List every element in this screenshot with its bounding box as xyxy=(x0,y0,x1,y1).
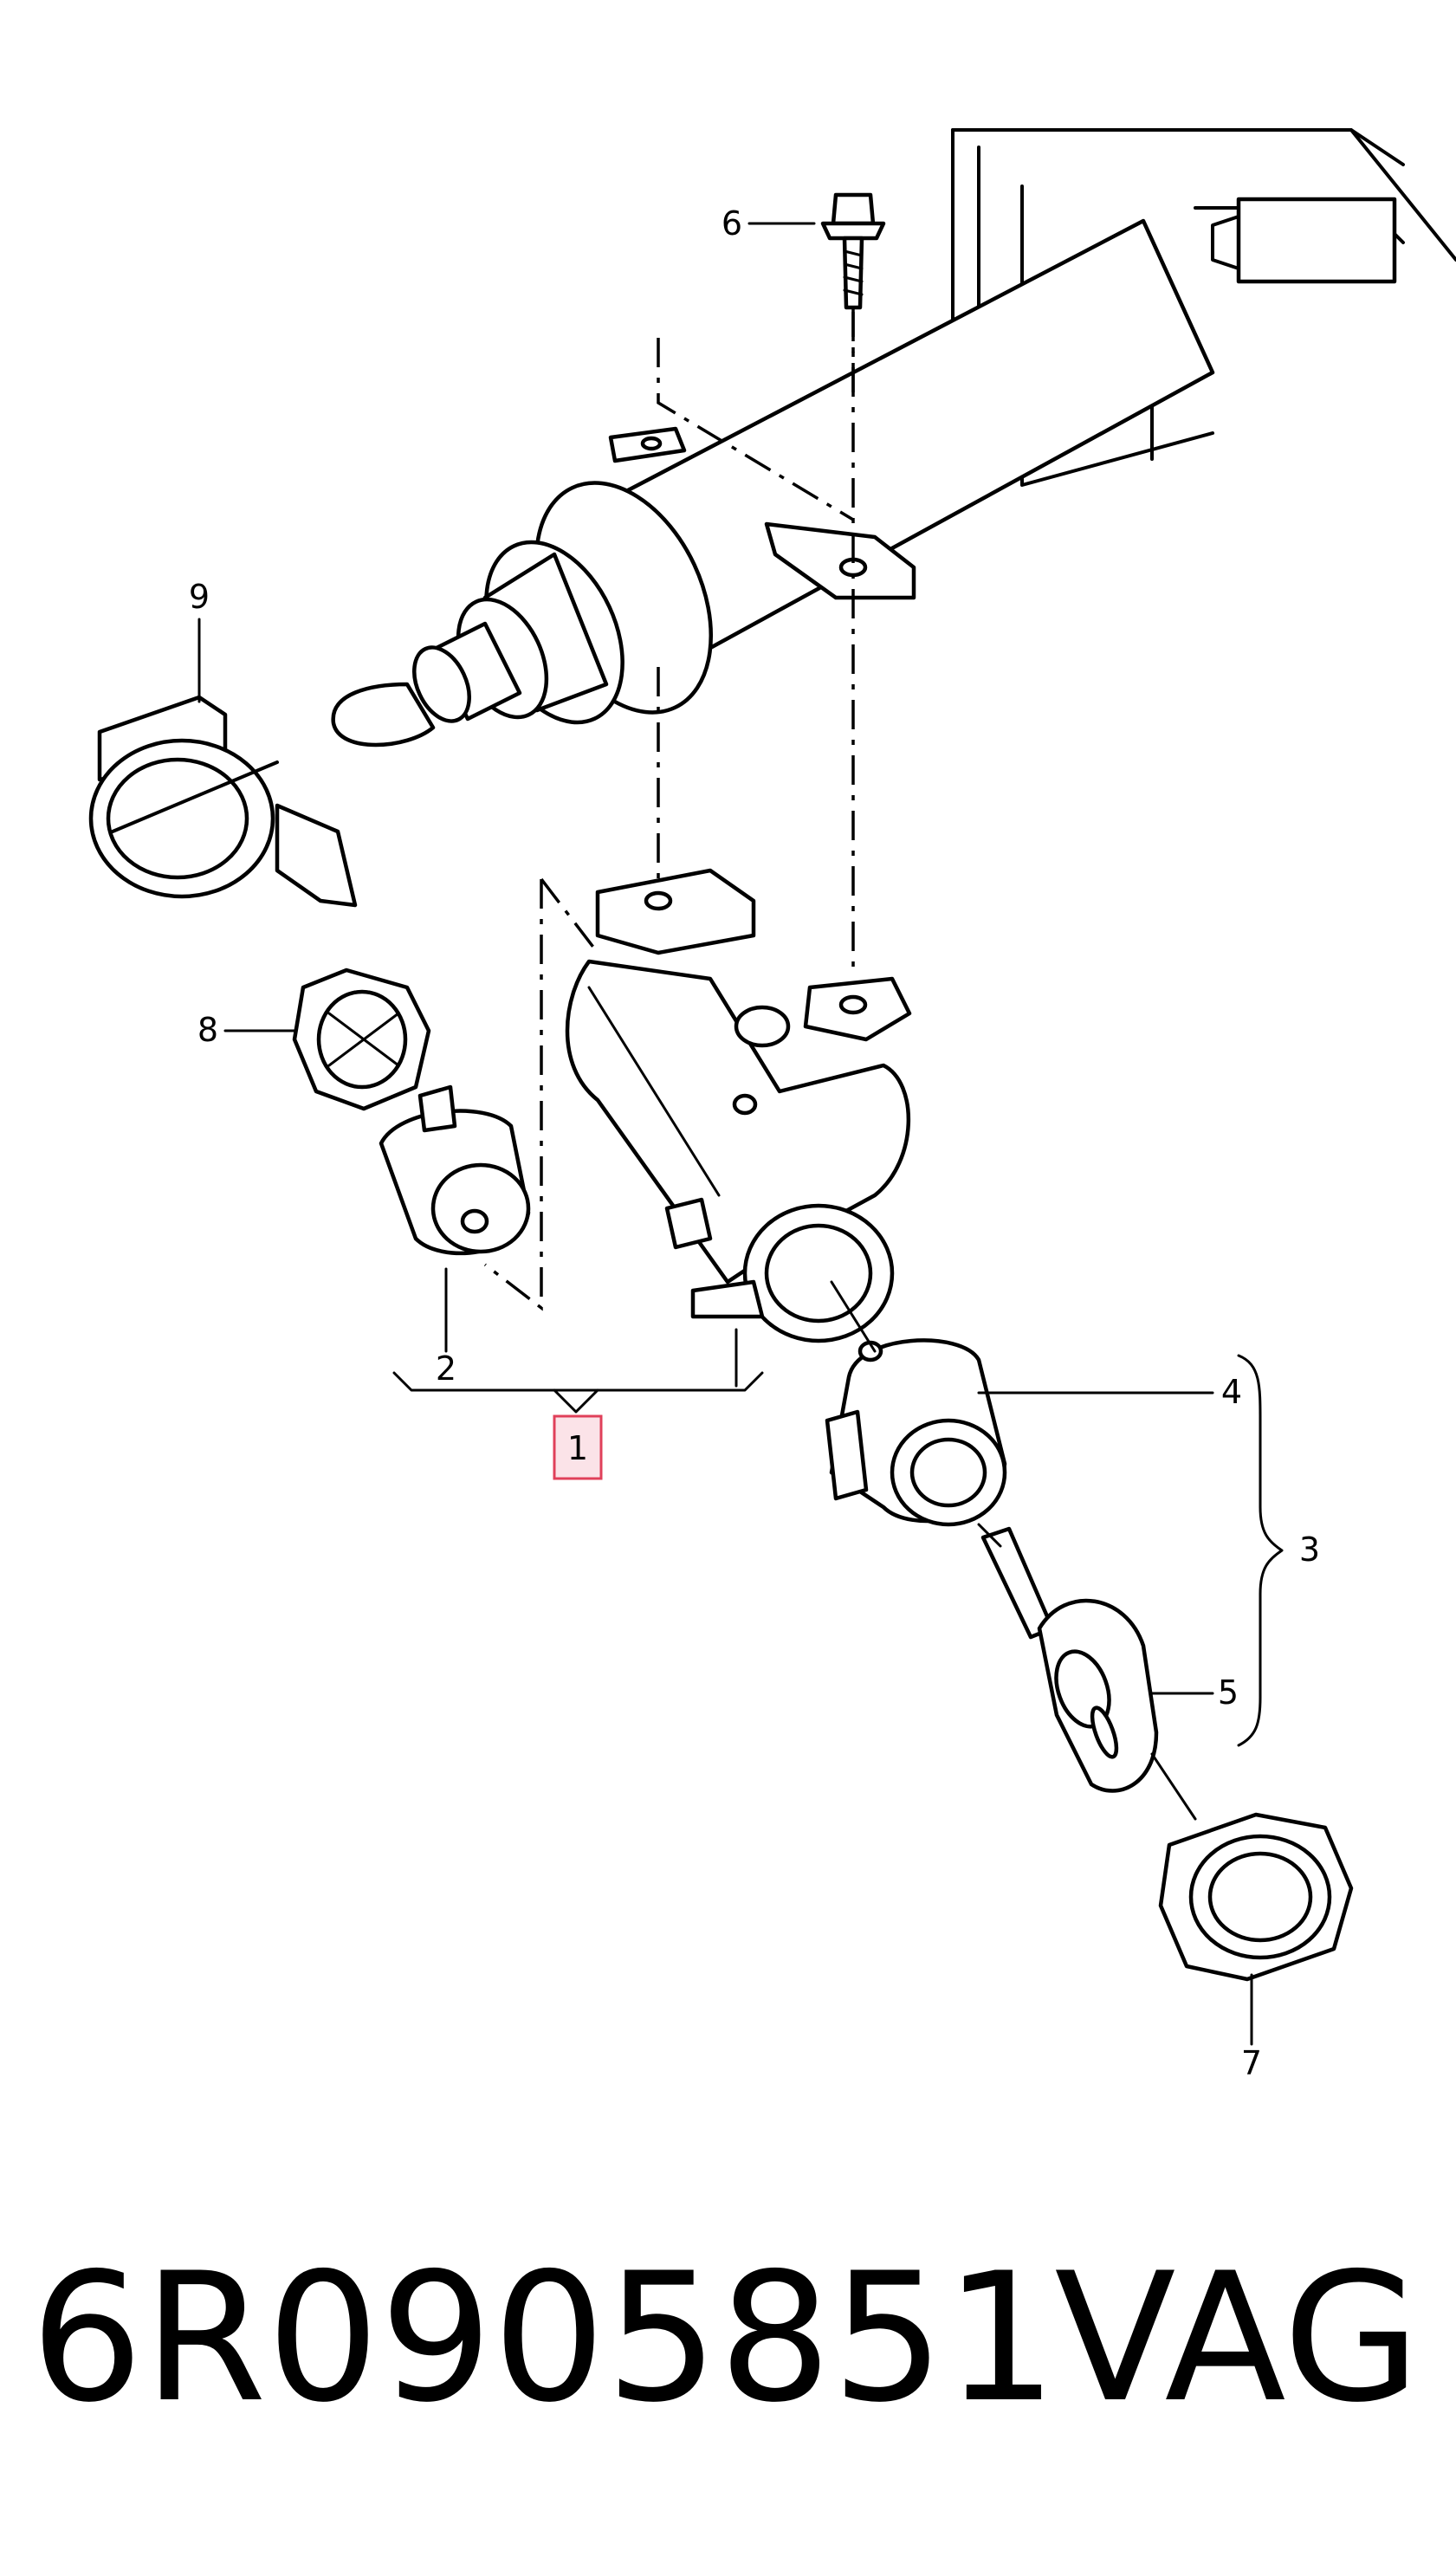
callout-labels: 1 2 3 4 5 6 7 8 9 xyxy=(189,204,1320,2082)
callout-8[interactable]: 8 xyxy=(197,1011,218,1049)
trim-ring-part xyxy=(88,695,358,908)
callout-2[interactable]: 2 xyxy=(436,1349,456,1388)
highlight-box xyxy=(553,1414,603,1480)
callout-9[interactable]: 9 xyxy=(189,578,210,616)
callout-3[interactable]: 3 xyxy=(1299,1531,1320,1569)
retaining-ring-part xyxy=(1158,1812,1354,1982)
callout-1[interactable]: 1 xyxy=(567,1429,588,1467)
ignition-switch-part xyxy=(292,968,431,1111)
assembly-lines xyxy=(483,307,1197,1821)
callout-6[interactable]: 6 xyxy=(722,204,742,243)
screw-part xyxy=(820,192,886,310)
steering-column-tube xyxy=(331,218,1215,748)
brand-name: VAG xyxy=(1054,2236,1420,2442)
part-number: 6R0905851 xyxy=(30,2236,1058,2442)
leader-lines xyxy=(197,222,1284,2046)
key-part xyxy=(980,1526,1159,1793)
callout-4[interactable]: 4 xyxy=(1221,1373,1242,1411)
column-bracket xyxy=(951,128,1456,487)
callout-7[interactable]: 7 xyxy=(1241,2044,1262,2082)
lock-barrel-part xyxy=(825,1338,1007,1527)
lock-cylinder-part xyxy=(379,1084,531,1256)
callout-5[interactable]: 5 xyxy=(1218,1673,1239,1712)
lock-housing-part xyxy=(565,868,912,1343)
